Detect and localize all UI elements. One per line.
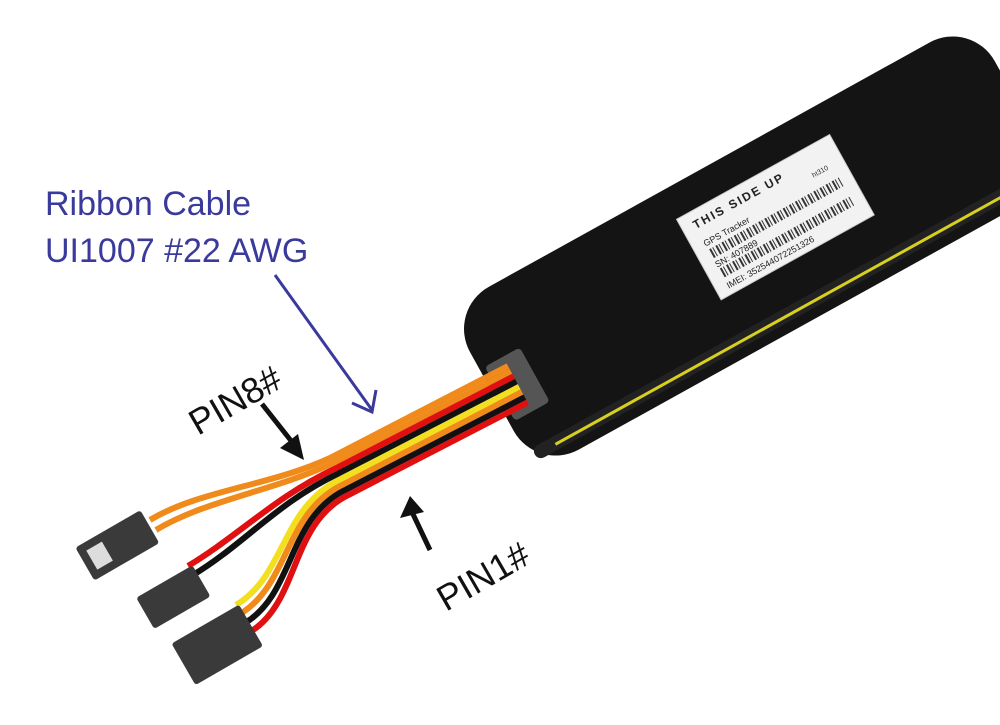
gps-tracker-device: THIS SIDE UP ht310 GPS Tracker SN: 40788… [464,36,1000,459]
pin1-label: PIN1# [430,533,537,619]
wire-2 [154,368,513,533]
ribbon-cable [148,363,529,635]
wire-7 [243,394,527,626]
connector-3 [172,605,262,685]
pin1-arrow [400,496,433,552]
wire-8 [248,399,529,635]
device-label: THIS SIDE UP ht310 GPS Tracker SN: 40788… [675,133,875,301]
wire-4 [191,378,518,578]
wire-3 [186,373,515,569]
cable-title-label: Ribbon Cable [45,185,251,223]
connector-1 [76,511,159,580]
pin8-label: PIN8# [182,357,289,443]
pin8-arrow [260,402,304,460]
cable-spec-label: UI1007 #22 AWG [45,232,308,270]
connector-2 [137,566,210,628]
wire-1 [148,363,510,523]
ribbon-cable-arrow [273,274,378,415]
wire-5 [234,384,521,608]
device-trim-line [554,178,1000,446]
label-barcode [707,177,855,279]
wire-6 [238,389,524,617]
